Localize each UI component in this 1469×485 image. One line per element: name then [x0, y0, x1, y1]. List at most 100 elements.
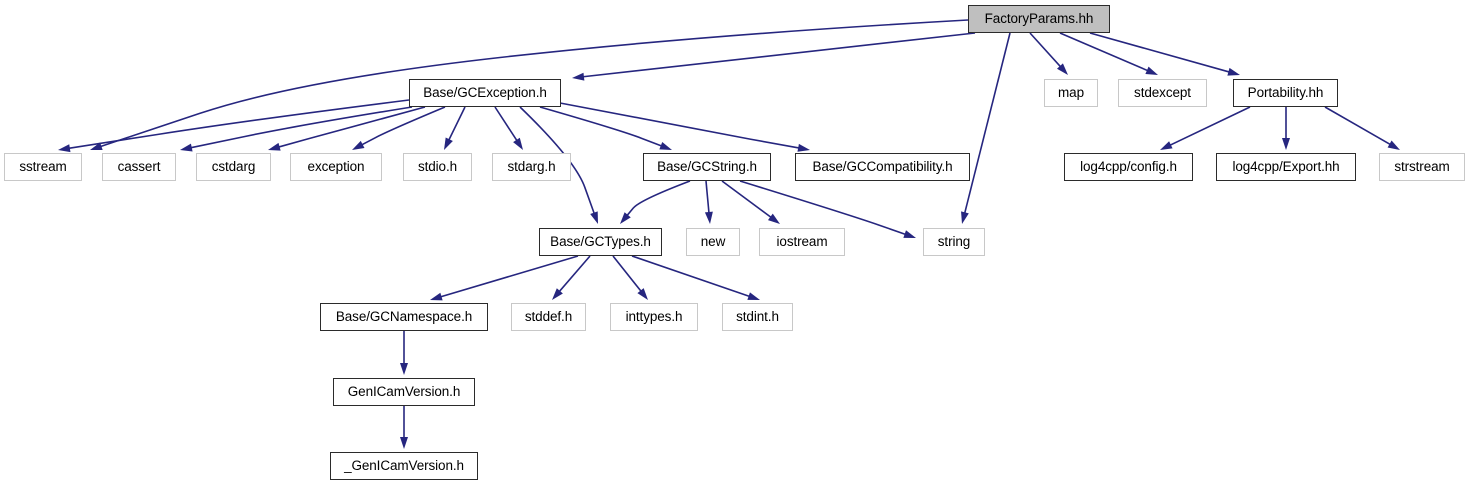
graph-node-label: FactoryParams.hh [984, 11, 1094, 27]
graph-node-stdargh[interactable]: stdarg.h [492, 153, 571, 181]
edge-gcexception-to-gcstring [539, 106, 663, 148]
arrowhead-gcstring-to-new [704, 211, 713, 224]
arrowhead-factoryparams-to-string [961, 211, 969, 224]
graph-node-string[interactable]: string [923, 228, 985, 256]
graph-node-label: Base/GCTypes.h [550, 234, 651, 250]
arrowhead-gcexception-to-exception [352, 140, 365, 150]
arrowhead-gctypes-to-inttypesh [637, 288, 648, 300]
arrowhead-gcstring-to-iostream [767, 213, 780, 224]
graph-node-label: inttypes.h [625, 309, 683, 325]
graph-node-label: Base/GCException.h [423, 85, 547, 101]
arrowhead-factoryparams-to-portability [1227, 67, 1240, 76]
graph-node-label: map [1058, 85, 1084, 101]
graph-node-label: _GenICamVersion.h [344, 458, 464, 474]
edge-gctypes-to-inttypesh [612, 255, 643, 293]
arrowhead-genicamversion-to-_genicamversion [400, 437, 408, 449]
graph-node-label: stdint.h [736, 309, 779, 325]
graph-node-gccompatibility[interactable]: Base/GCCompatibility.h [795, 153, 970, 181]
edge-factoryparams-to-map [1029, 32, 1062, 69]
edge-gctypes-to-gcnamespace [439, 255, 579, 298]
arrowhead-gcexception-to-gcstring [659, 141, 672, 150]
graph-node-label: new [700, 234, 726, 250]
edge-gctypes-to-stdinth [631, 255, 751, 298]
arrowhead-gcstring-to-gctypes [620, 212, 631, 224]
graph-node-label: stddef.h [524, 309, 573, 325]
graph-node-label: stdio.h [417, 159, 458, 175]
arrowhead-gctypes-to-stdinth [747, 292, 760, 300]
graph-node-label: Portability.hh [1247, 85, 1324, 101]
graph-node-stdexcept[interactable]: stdexcept [1118, 79, 1207, 107]
arrowhead-factoryparams-to-map [1056, 63, 1068, 75]
arrowhead-gctypes-to-gcnamespace [430, 292, 443, 301]
edge-gcstring-to-gctypes [625, 180, 691, 217]
edge-gcexception-to-sstream [67, 99, 410, 150]
edge-gcexception-to-exception [360, 106, 446, 147]
graph-node-gcexception[interactable]: Base/GCException.h [409, 79, 561, 107]
edge-portability-to-log4cppconfig [1168, 106, 1251, 147]
graph-node-label: Base/GCNamespace.h [335, 309, 473, 325]
graph-node-label: GenICamVersion.h [347, 384, 461, 400]
arrowhead-gctypes-to-stddefh [552, 288, 563, 300]
graph-node-label: iostream [776, 234, 828, 250]
edge-factoryparams-to-portability [1089, 32, 1231, 74]
arrowhead-gcexception-to-sstream [58, 144, 71, 153]
edge-factoryparams-to-string [963, 32, 1011, 215]
graph-node-gctypes[interactable]: Base/GCTypes.h [539, 228, 662, 256]
graph-node-map[interactable]: map [1044, 79, 1098, 107]
graph-node-label: cstdarg [211, 159, 256, 175]
arrowhead-gcexception-to-stdargh [513, 137, 523, 150]
graph-node-portability[interactable]: Portability.hh [1233, 79, 1338, 107]
graph-node-stdioh[interactable]: stdio.h [403, 153, 472, 181]
edge-portability-to-strstream [1324, 106, 1392, 146]
graph-node-_genicamversion[interactable]: _GenICamVersion.h [330, 452, 478, 480]
graph-node-sstream[interactable]: sstream [4, 153, 82, 181]
edge-factoryparams-to-stdexcept [1059, 32, 1150, 72]
graph-node-stddefh[interactable]: stddef.h [511, 303, 586, 331]
arrowhead-portability-to-log4cppconfig [1160, 141, 1173, 150]
arrowhead-gcexception-to-gctypes [590, 211, 598, 224]
graph-node-factoryparams[interactable]: FactoryParams.hh [968, 5, 1110, 33]
arrowhead-gcexception-to-cassert [180, 143, 193, 152]
arrowhead-gcnamespace-to-genicamversion [400, 363, 408, 375]
edge-gcexception-to-cassert [189, 106, 413, 149]
graph-node-cstdarg[interactable]: cstdarg [196, 153, 271, 181]
edge-gcexception-to-stdioh [447, 106, 466, 142]
edge-gcstring-to-string [739, 180, 907, 236]
graph-node-genicamversion[interactable]: GenICamVersion.h [333, 378, 475, 406]
graph-node-strstream[interactable]: strstream [1379, 153, 1465, 181]
arrowhead-gcexception-to-gccompatibility [797, 143, 810, 152]
edge-gcexception-to-cstdarg [277, 106, 426, 149]
graph-node-log4cppexport[interactable]: log4cpp/Export.hh [1216, 153, 1356, 181]
graph-node-label: log4cpp/Export.hh [1232, 159, 1340, 175]
graph-node-inttypesh[interactable]: inttypes.h [610, 303, 698, 331]
edge-factoryparams-to-gcexception [581, 32, 976, 78]
graph-node-label: cassert [117, 159, 161, 175]
graph-node-label: stdarg.h [507, 159, 556, 175]
edge-gcexception-to-gccompatibility [559, 102, 801, 149]
arrowhead-portability-to-strstream [1387, 140, 1400, 150]
arrowhead-portability-to-log4cppexport [1282, 138, 1290, 150]
edge-gctypes-to-stddefh [557, 255, 591, 293]
graph-node-label: exception [307, 159, 365, 175]
graph-node-label: log4cpp/config.h [1080, 159, 1177, 175]
graph-node-label: Base/GCCompatibility.h [812, 159, 953, 175]
graph-node-label: strstream [1394, 159, 1450, 175]
graph-node-stdinth[interactable]: stdint.h [722, 303, 793, 331]
graph-node-new[interactable]: new [686, 228, 740, 256]
edge-gcstring-to-iostream [721, 180, 773, 219]
graph-node-log4cppconfig[interactable]: log4cpp/config.h [1064, 153, 1193, 181]
graph-node-label: Base/GCString.h [657, 159, 757, 175]
edge-factoryparams-to-sstream [99, 19, 969, 148]
graph-node-cassert[interactable]: cassert [102, 153, 176, 181]
graph-node-gcstring[interactable]: Base/GCString.h [643, 153, 771, 181]
graph-node-exception[interactable]: exception [290, 153, 382, 181]
graph-node-iostream[interactable]: iostream [759, 228, 845, 256]
graph-node-label: sstream [19, 159, 67, 175]
graph-node-label: stdexcept [1134, 85, 1191, 101]
edge-gcstring-to-new [705, 180, 710, 215]
graph-node-label: string [937, 234, 971, 250]
arrowhead-gcexception-to-cstdarg [268, 142, 281, 151]
graph-node-gcnamespace[interactable]: Base/GCNamespace.h [320, 303, 488, 331]
